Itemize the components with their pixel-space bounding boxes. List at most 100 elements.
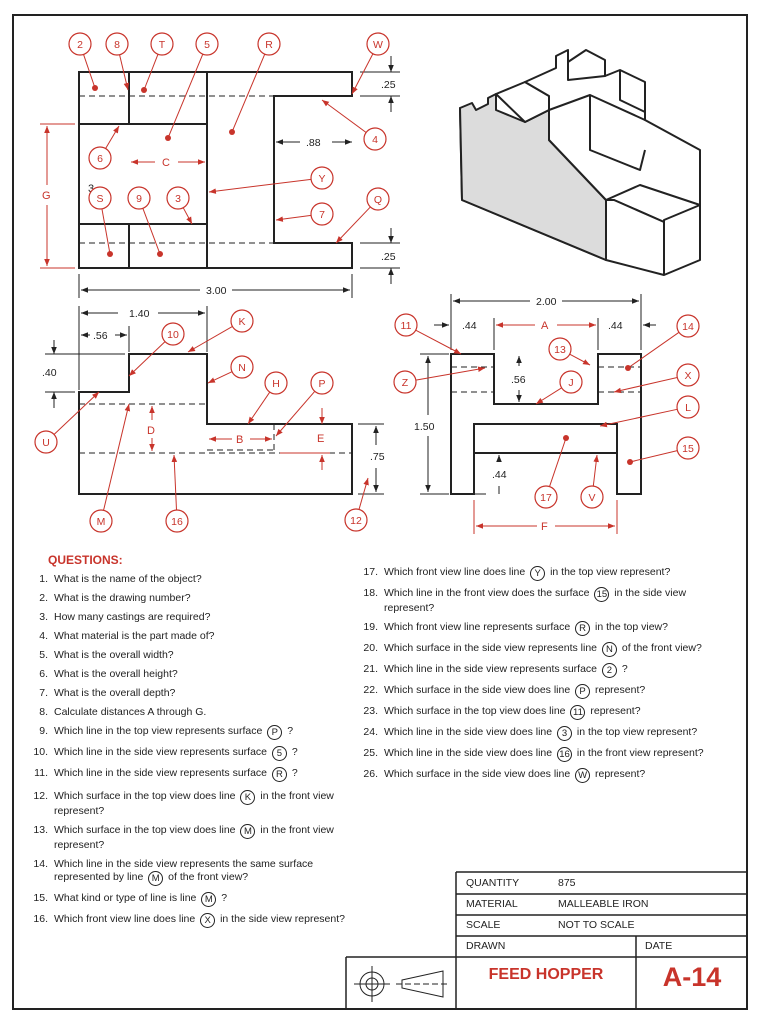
balloon-L: L (676, 395, 700, 419)
balloon-label-16: 16 (171, 516, 183, 528)
question-item: 14.Which line in the side view represent… (30, 858, 370, 886)
balloon-Z: Z (393, 370, 417, 394)
surface-dots (92, 85, 633, 465)
balloon-X: X (676, 363, 700, 387)
balloon-U: U (34, 430, 58, 454)
balloon-label-10: 10 (167, 329, 179, 341)
balloon-M: M (89, 509, 113, 533)
leader-line-11 (415, 329, 462, 355)
surface-dot-S (107, 251, 113, 257)
leader-line-17 (549, 437, 567, 487)
balloon-label-3: 3 (175, 193, 181, 205)
leader-line-V (592, 454, 599, 487)
question-item: 18.Which line in the front view does the… (360, 587, 710, 615)
question-item: 1.What is the name of the object? (30, 573, 370, 586)
surface-dot-15 (627, 459, 633, 465)
leader-line-10 (128, 341, 166, 377)
dim-c: C (162, 157, 170, 169)
question-item: 7.What is the overall depth? (30, 687, 370, 700)
leader-line-7 (275, 214, 312, 222)
leader-line-15 (629, 450, 678, 463)
question-item: 17.Which front view line does line Y in … (360, 566, 710, 581)
surface-dot-14 (625, 365, 631, 371)
dim-2-00: 2.00 (536, 296, 557, 308)
callout-circle: 11 (570, 705, 586, 720)
quantity-label: QUANTITY (466, 877, 520, 889)
question-number: 23. (363, 705, 378, 717)
dim-e: E (317, 433, 324, 445)
question-number: 18. (363, 587, 378, 599)
balloon-label-U: U (42, 437, 50, 449)
balloon-R: R (257, 32, 281, 56)
balloon-label-W: W (373, 39, 383, 51)
balloon-label-J: J (568, 377, 573, 389)
question-number: 21. (363, 663, 378, 675)
leader-line-9 (142, 208, 161, 255)
balloon-label-11: 11 (401, 320, 412, 332)
balloon-label-V: V (588, 492, 595, 504)
balloon-N: N (230, 355, 254, 379)
leader-line-U (53, 391, 100, 435)
question-number: 2. (39, 592, 48, 604)
dim-75: .75 (370, 451, 385, 463)
question-number: 25. (363, 747, 378, 759)
leader-line-12 (358, 477, 369, 510)
leader-line-M (103, 403, 131, 511)
question-item: 4.What material is the part made of? (30, 630, 370, 643)
callout-circle: M (148, 871, 164, 886)
balloon-17: 17 (534, 485, 558, 509)
leader-line-2 (83, 54, 96, 89)
date-label: DATE (645, 940, 673, 952)
leader-line-R (231, 53, 266, 133)
part-name: FEED HOPPER (488, 966, 604, 983)
dim-44-side: .44 (492, 469, 507, 481)
balloon-label-5: 5 (204, 39, 210, 51)
question-item: 20.Which surface in the side view repres… (360, 642, 710, 657)
callout-circle: M (201, 892, 217, 907)
isometric-view (459, 49, 701, 276)
dim-40: .40 (42, 367, 57, 379)
top-view (78, 71, 353, 269)
callout-circle: P (267, 725, 283, 740)
question-item: 5.What is the overall width? (30, 649, 370, 662)
question-item: 19.Which front view line represents surf… (360, 621, 710, 636)
leader-line-L (599, 408, 678, 428)
balloon-label-4: 4 (372, 134, 378, 146)
callout-circle: 2 (601, 663, 617, 678)
leader-line-16 (171, 454, 178, 511)
balloon-label-7: 7 (319, 209, 325, 221)
leader-line-P (275, 390, 316, 437)
balloon-7: 7 (310, 202, 334, 226)
material-label: MATERIAL (466, 898, 518, 910)
question-item: 26.Which surface in the side view does l… (360, 768, 710, 783)
question-number: 1. (39, 573, 48, 585)
leader-line-H (247, 391, 271, 425)
question-number: 8. (39, 706, 48, 718)
callout-circle: 16 (557, 747, 573, 762)
stray-label: 3 (88, 183, 94, 195)
balloon-label-N: N (238, 362, 246, 374)
dim-d: D (147, 425, 155, 437)
callout-circle: 3 (557, 726, 573, 741)
callout-circle: R (575, 621, 591, 636)
callout-circle: W (575, 768, 591, 783)
callout-circle: X (200, 913, 216, 928)
balloon-T: T (150, 32, 174, 56)
dim-3-00: 3.00 (206, 285, 227, 297)
balloon-P: P (310, 371, 334, 395)
side-view-red-dimensions (473, 322, 618, 534)
balloon-label-2: 2 (77, 39, 83, 51)
balloon-label-K: K (238, 316, 245, 328)
balloon-label-T: T (159, 39, 166, 51)
dim-88: .88 (306, 137, 321, 149)
callout-circle: K (240, 790, 256, 805)
question-number: 17. (363, 566, 378, 578)
balloon-S: S (88, 186, 112, 210)
dim-g: G (42, 190, 51, 202)
balloon-label-X: X (684, 370, 691, 382)
dim-right-44: .44 (608, 320, 623, 332)
question-item: 13.Which surface in the top view does li… (30, 824, 370, 852)
dim-56-side: .56 (511, 374, 526, 386)
question-number: 13. (33, 824, 48, 836)
